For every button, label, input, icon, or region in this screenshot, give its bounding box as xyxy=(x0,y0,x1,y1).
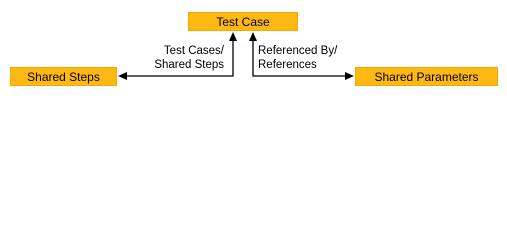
connector-test-case-to-shared-parameters xyxy=(252,40,346,77)
edge-label-right-line1: Referenced By/ xyxy=(258,45,338,57)
node-shared-steps-label: Shared Steps xyxy=(27,69,100,84)
arrowhead-right xyxy=(345,72,354,80)
arrowhead-up-right xyxy=(249,32,257,41)
node-test-case-label: Test Case xyxy=(216,14,270,29)
node-shared-parameters: Shared Parameters xyxy=(355,67,498,86)
node-test-case: Test Case xyxy=(188,12,298,31)
arrowhead-up-left xyxy=(229,32,237,41)
edge-label-left-line1: Test Cases/ xyxy=(163,45,224,57)
arrowhead-left xyxy=(118,72,127,80)
relationship-diagram: Test Case Shared Steps Shared Parameters… xyxy=(0,0,507,101)
node-shared-steps: Shared Steps xyxy=(10,67,117,86)
edge-label-test-cases-shared-steps: Test Cases/ Shared Steps xyxy=(154,44,224,72)
edge-label-left-line2: Shared Steps xyxy=(154,59,224,71)
edge-label-referenced-by-references: Referenced By/ References xyxy=(258,44,337,72)
connector-layer xyxy=(118,32,354,80)
edge-label-right-line2: References xyxy=(258,59,317,71)
connector-test-case-to-shared-steps xyxy=(126,40,234,77)
node-shared-parameters-label: Shared Parameters xyxy=(374,69,479,84)
